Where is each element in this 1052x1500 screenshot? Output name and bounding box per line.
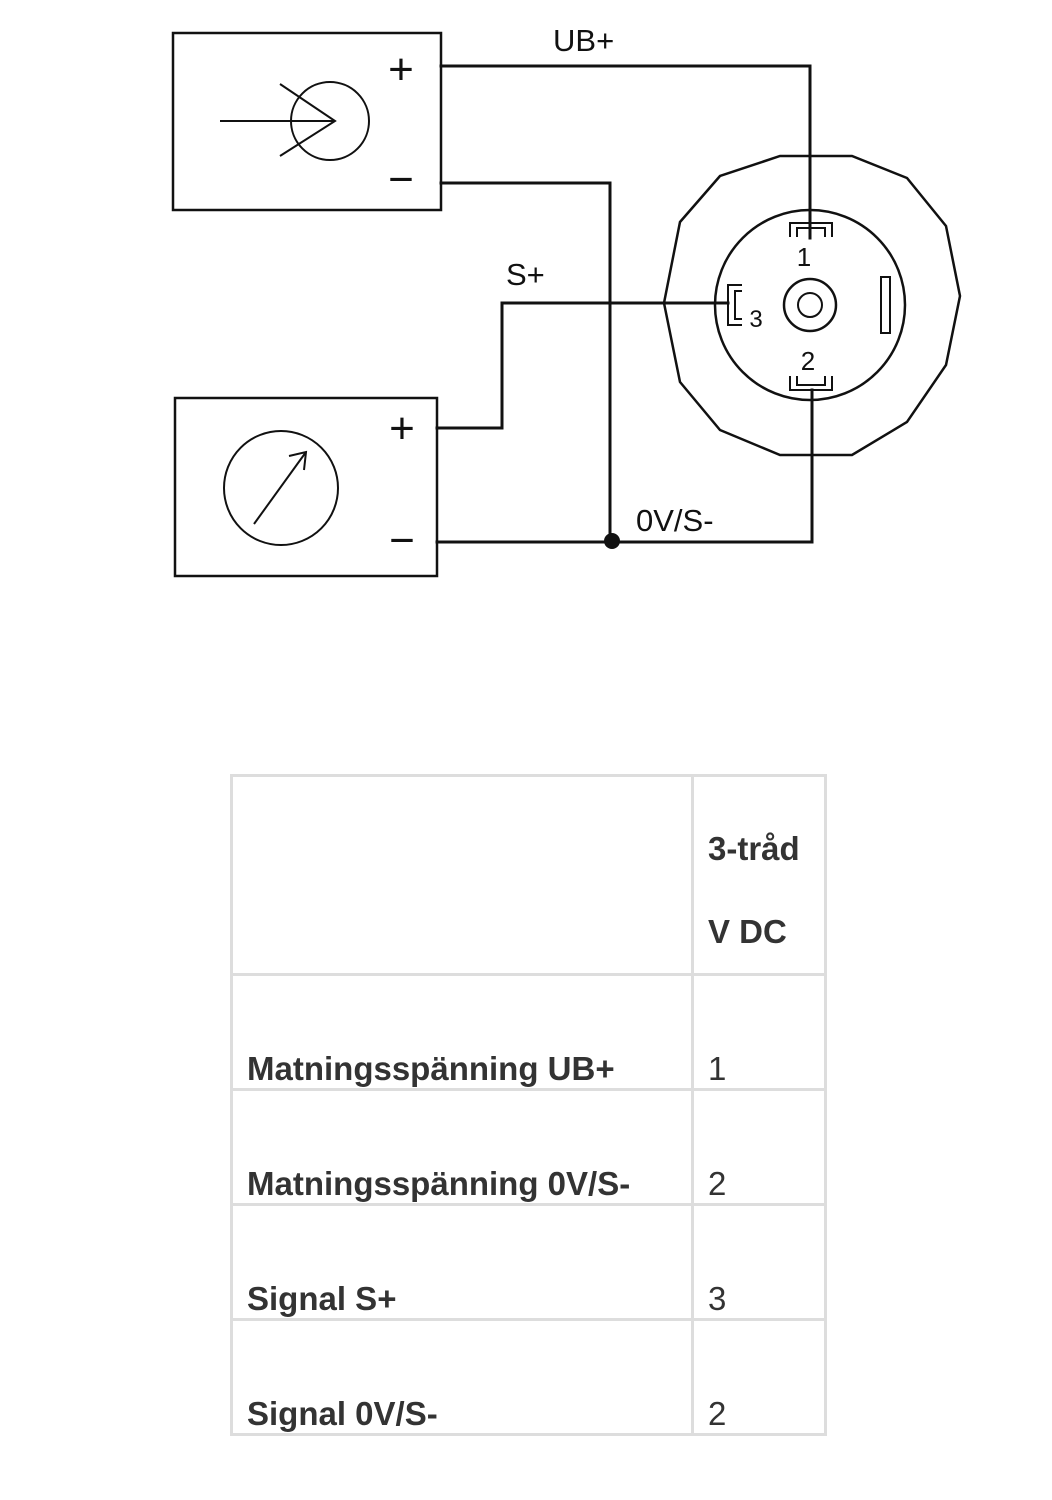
junction-dot: [604, 533, 620, 549]
table-row-value: 1: [691, 973, 827, 1091]
label-0v-s-minus: 0V/S-: [636, 503, 714, 538]
table-row-label: Matningsspänning 0V/S-: [230, 1088, 694, 1206]
table-row: Signal 0V/S- 2: [230, 1318, 827, 1436]
table-row-value: 3: [691, 1203, 827, 1321]
table-row-label: Signal 0V/S-: [230, 1318, 694, 1436]
pin-2-contact: [789, 376, 833, 391]
connector-center-hole: [797, 292, 823, 318]
supply-plus-terminal: +: [388, 45, 414, 94]
power-source-icon: [220, 81, 370, 161]
connector-outer-housing: [662, 154, 962, 457]
pin-1-label: 1: [797, 242, 811, 272]
pin-3-label: 3: [749, 306, 762, 333]
supply-minus-terminal: −: [388, 155, 414, 204]
din-connector: 1 2 3: [662, 154, 962, 457]
meter-minus-terminal: −: [389, 516, 415, 565]
table-row: Signal S+ 3: [230, 1203, 827, 1321]
meter-gauge-icon: [223, 430, 339, 546]
pin-assignment-table: 3-tråd V DC Matningsspänning UB+ 1 Matni…: [230, 774, 827, 1436]
table-row-value: 2: [691, 1088, 827, 1206]
table-header-wires: 3-tråd: [708, 830, 800, 867]
power-supply-unit: + −: [171, 31, 443, 212]
pin-1-contact: [789, 222, 833, 237]
wire-supply-negative: [439, 181, 612, 544]
connector-face: [713, 208, 907, 402]
wire-signal-plus: [435, 301, 730, 430]
meter-plus-terminal: +: [389, 404, 415, 453]
wire-common-negative: [435, 388, 814, 544]
wiring-diagram: + − + − UB+ S+ 0V/S- 1: [171, 23, 962, 578]
pin-3-contact: [727, 284, 742, 326]
pin-2-label: 2: [801, 346, 815, 376]
table-header-voltage: V DC: [708, 913, 787, 950]
connector-center-ring: [782, 277, 838, 333]
table-row-label: Matningsspänning UB+: [230, 973, 694, 1091]
table-header-empty-cell: [230, 774, 694, 976]
table-row: Matningsspänning UB+ 1: [230, 973, 827, 1091]
table-header-cell: 3-tråd V DC: [691, 774, 827, 976]
table-row-label: Signal S+: [230, 1203, 694, 1321]
table-header-row: 3-tråd V DC: [230, 774, 827, 976]
label-ub-plus: UB+: [553, 23, 614, 58]
wire-ub-plus: [439, 64, 812, 240]
table-row-value: 2: [691, 1318, 827, 1436]
wires: [435, 64, 814, 549]
label-s-plus: S+: [506, 257, 545, 292]
meter-unit: + −: [173, 396, 439, 578]
ground-contact-slot: [880, 276, 891, 334]
table-row: Matningsspänning 0V/S- 2: [230, 1088, 827, 1206]
